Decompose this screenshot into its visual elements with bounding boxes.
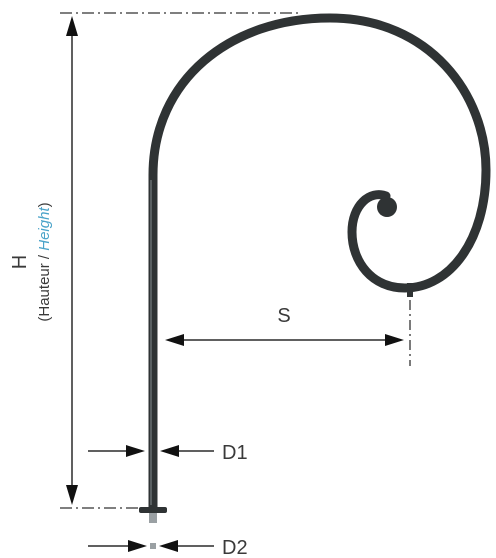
height-caption: (Hauteur / Height) [36, 202, 53, 321]
height-dimension-arrow [66, 16, 78, 505]
height-symbol: H [9, 255, 31, 269]
scroll-hook-bar [148, 13, 491, 515]
spread-label: S [277, 305, 290, 327]
d1-label: D1 [222, 442, 248, 464]
height-caption-italic: Height [36, 207, 53, 251]
base-plate [139, 507, 167, 513]
scroll-stub [407, 283, 413, 297]
svg-text:(Hauteur / Height): (Hauteur / Height) [36, 202, 53, 321]
d1-dimension-arrows [88, 445, 214, 457]
height-label: H [9, 255, 31, 269]
d2-label: D2 [222, 537, 248, 558]
height-caption-suffix: ) [36, 202, 53, 207]
spread-dimension-arrow [165, 334, 404, 346]
height-caption-prefix: (Hauteur / [36, 251, 53, 322]
ground-pin [149, 513, 157, 523]
scroll-end-knob [377, 197, 397, 217]
d2-dimension-arrows [88, 540, 214, 552]
